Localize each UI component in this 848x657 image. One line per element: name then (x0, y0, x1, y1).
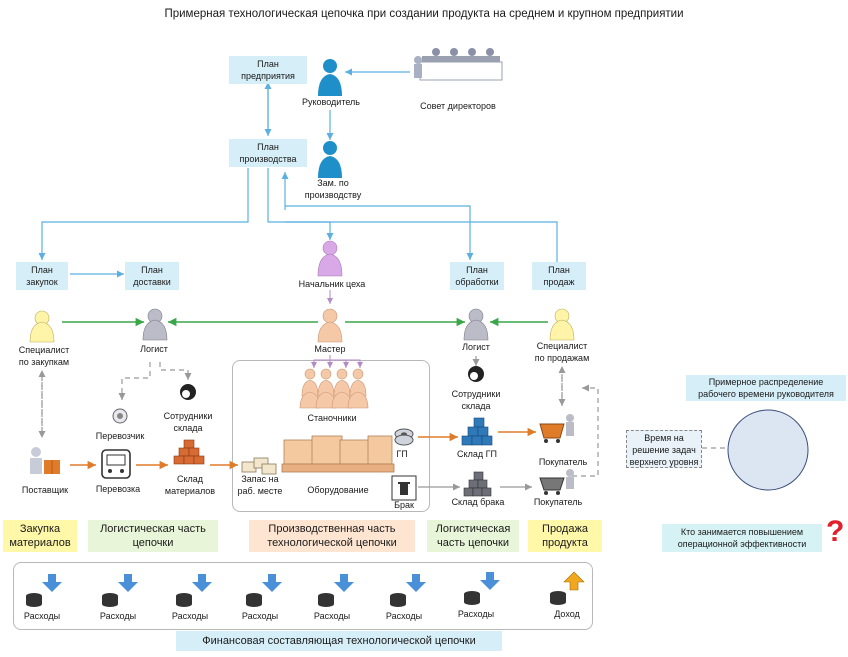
diagram-title: Примерная технологическая цепочка при со… (164, 8, 684, 20)
person-deputy (318, 141, 342, 178)
expense-icon-2 (102, 574, 138, 607)
gp-warehouse-icon (461, 417, 493, 446)
person-logist-left (142, 308, 168, 341)
person-master (317, 308, 343, 343)
time-distribution-circle (727, 409, 809, 491)
warehouse-staff-left-icon (180, 384, 196, 400)
label-supplier: Поставщик (21, 485, 69, 495)
label-deputy: Зам. по производству (304, 178, 362, 200)
label-defect-warehouse: Склад брака (451, 497, 505, 507)
person-sales (549, 308, 575, 341)
plan-production: План производства (229, 139, 307, 167)
category-production: Производственная часть технологической ц… (249, 520, 415, 552)
expense-label-3: Расходы (171, 611, 209, 621)
label-buyer1: Покупатель (538, 457, 588, 467)
label-materials-warehouse: Склад материалов (164, 474, 216, 496)
label-shop-chief: Начальник цеха (298, 279, 366, 289)
transport-icon (101, 449, 131, 479)
label-stock: Запас на раб. месте (237, 474, 283, 496)
machinists-icon (299, 368, 369, 409)
label-head: Руководитель (302, 97, 360, 107)
expense-icon-7 (464, 572, 500, 605)
expense-icon-3 (176, 574, 212, 607)
grey-dashed-arrows (38, 356, 732, 477)
warehouse-staff-right-icon (468, 366, 484, 382)
expense-icon-6 (390, 574, 426, 607)
label-warehouse-staff-left: Сотрудники склада (163, 411, 213, 433)
person-shop-chief (317, 240, 343, 277)
label-machinists: Станочники (307, 413, 357, 423)
gp-icon (394, 428, 414, 446)
category-logistics-right: Логистическая часть цепочки (427, 520, 519, 552)
income-label: Доход (554, 609, 580, 619)
supplier-icon (30, 447, 60, 474)
label-board: Совет директоров (420, 101, 496, 111)
label-carrier: Перевозчик (95, 431, 145, 441)
expense-label-1: Расходы (23, 611, 61, 621)
expense-icon-4 (246, 574, 282, 607)
materials-warehouse-icon (173, 439, 205, 465)
plan-delivery: План доставки (125, 262, 179, 290)
label-logist-right: Логист (462, 342, 490, 352)
finance-caption: Финансовая составляющая технологической … (176, 631, 502, 651)
label-purchaser: Специалист по закупкам (18, 345, 70, 367)
question-box: Кто занимается повышением операционной э… (662, 524, 822, 552)
question-mark-icon: ? (826, 515, 845, 548)
label-warehouse-staff-right: Сотрудники склада (451, 389, 501, 411)
expense-label-7: Расходы (457, 609, 495, 619)
income-icon (550, 571, 585, 605)
buyer1-icon (539, 414, 574, 443)
board-icon (414, 48, 503, 81)
category-sales: Продажа продукта (528, 520, 602, 552)
label-gp: ГП (396, 449, 408, 459)
plan-enterprise: План предприятия (229, 56, 307, 84)
stock-icon (241, 457, 277, 475)
label-gp-warehouse: Склад ГП (457, 449, 497, 459)
defect-warehouse-icon (463, 471, 492, 497)
time-distribution-title: Примерное распределение рабочего времени… (686, 375, 846, 401)
label-sales-spec: Специалист по продажам (534, 341, 590, 363)
person-purchaser (29, 310, 55, 343)
person-head (318, 59, 342, 96)
expense-icon-5 (318, 574, 354, 607)
expense-label-6: Расходы (385, 611, 423, 621)
label-transport: Перевозка (95, 484, 141, 494)
defect-icon (391, 475, 417, 501)
time-label-box: Время на решение задач верхнего уровня (626, 430, 702, 468)
buyer2-icon (539, 469, 574, 495)
expense-label-4: Расходы (241, 611, 279, 621)
plan-purchase: План закупок (16, 262, 68, 290)
blue-arrows (38, 68, 558, 278)
label-equipment: Оборудование (307, 485, 369, 495)
carrier-icon (112, 408, 128, 424)
orange-arrows (70, 427, 536, 470)
plan-sales: План продаж (532, 262, 586, 290)
label-defect: Брак (394, 500, 414, 510)
person-logist-right (463, 308, 489, 341)
label-master: Мастер (314, 344, 346, 354)
finance-panel (13, 562, 593, 630)
expense-label-5: Расходы (313, 611, 351, 621)
category-purchase: Закупка материалов (3, 520, 77, 552)
plan-processing: План обработки (450, 262, 504, 290)
purple-arrows (311, 290, 363, 368)
label-logist-left: Логист (140, 344, 168, 354)
label-buyer2: Покупатель (533, 497, 583, 507)
equipment-icon (281, 435, 395, 473)
expense-icon-1 (26, 574, 62, 607)
expense-label-2: Расходы (99, 611, 137, 621)
category-logistics-left: Логистическая часть цепочки (88, 520, 218, 552)
